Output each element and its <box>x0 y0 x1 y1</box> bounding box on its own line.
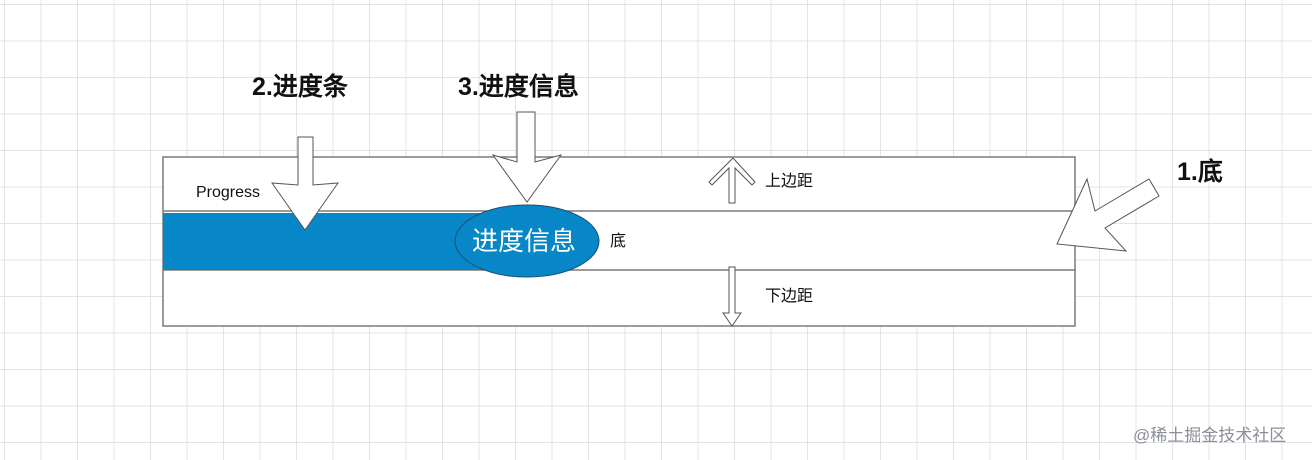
arrow-up-icon <box>708 157 756 204</box>
progress-bar-fill <box>163 213 492 270</box>
label-progress-info: 3.进度信息 <box>458 73 579 101</box>
label-base: 1.底 <box>1177 158 1223 186</box>
arrow-down-icon <box>722 266 742 327</box>
base-text: 底 <box>610 233 627 250</box>
arrow-progress-bar-icon <box>270 136 340 231</box>
progress-text: Progress <box>196 184 261 201</box>
bottom-margin-text: 下边距 <box>765 288 814 305</box>
label-progress-bar: 2.进度条 <box>252 73 348 101</box>
arrow-base-icon <box>1056 177 1160 252</box>
arrow-progress-info-icon <box>491 111 563 203</box>
top-margin-text: 上边距 <box>765 173 814 190</box>
progress-info-ellipse <box>454 204 600 278</box>
ellipse-text: 进度信息 <box>472 226 577 256</box>
watermark: @稀土掘金技术社区 <box>1133 426 1287 445</box>
